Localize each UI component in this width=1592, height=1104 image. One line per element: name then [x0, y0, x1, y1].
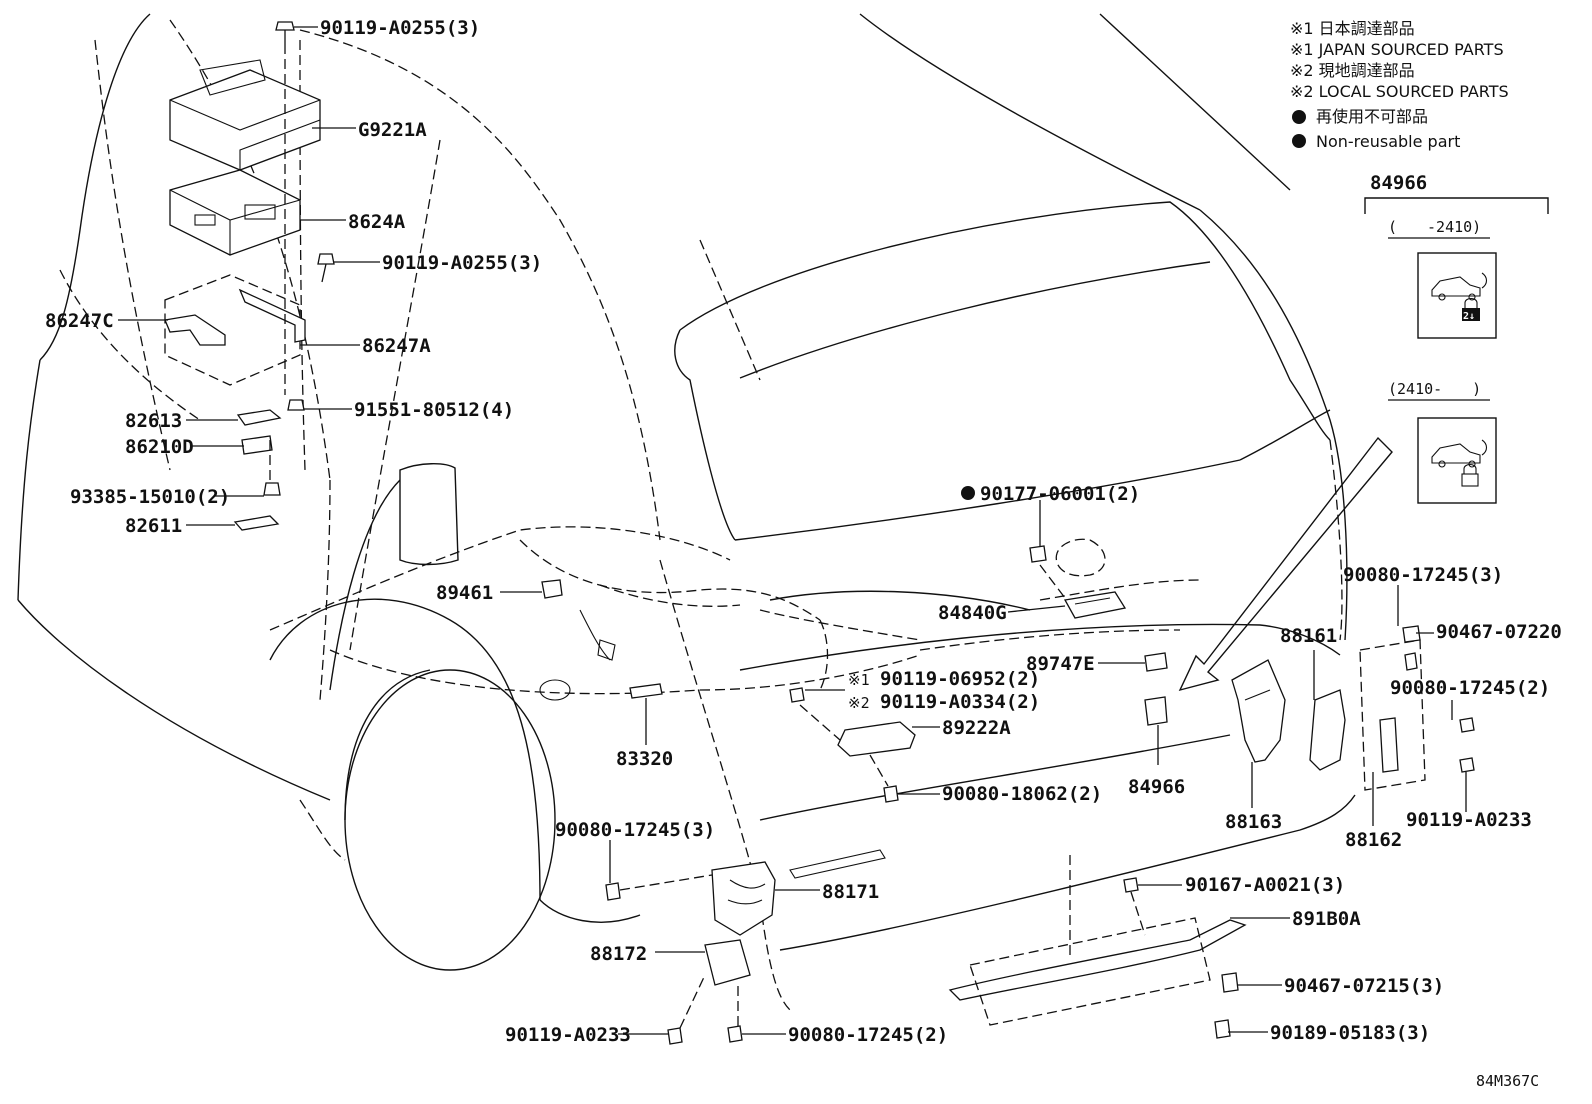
legend-line-4: ※2 LOCAL SOURCED PARTS [1290, 82, 1509, 101]
variant-box-title: 84966 [1370, 172, 1427, 194]
legend-line-3: ※2 現地調達部品 [1290, 61, 1415, 80]
label-mark-2: ※2 [848, 694, 870, 712]
label-88172: 88172 [590, 943, 647, 965]
label-90119-a0334: 90119-A0334(2) [880, 691, 1040, 713]
switch-84840g [1029, 545, 1127, 619]
label-82613: 82613 [125, 410, 182, 432]
label-89461: 89461 [436, 582, 493, 604]
label-90119-06952: 90119-06952(2) [880, 668, 1040, 690]
label-84966: 84966 [1128, 776, 1185, 798]
tailgate-lock-icon [1431, 439, 1488, 487]
label-88162: 88162 [1345, 829, 1402, 851]
bracket-88162 [1359, 625, 1475, 791]
ecu-module-8624a [169, 169, 301, 256]
label-90119-a0255-mid: 90119-A0255(3) [382, 252, 542, 274]
bracket-86247c [164, 274, 301, 386]
label-90189-05183: 90189-05183(3) [1270, 1022, 1430, 1044]
label-90467-07215: 90467-07215(3) [1284, 975, 1444, 997]
label-89747e: 89747E [1026, 653, 1095, 675]
clamp-82611 [233, 515, 280, 531]
label-83320: 83320 [616, 748, 673, 770]
label-91551-80512: 91551-80512(4) [354, 399, 514, 421]
label-89222a: 89222A [942, 717, 1011, 739]
legend: ※1 日本調達部品 ※1 JAPAN SOURCED PARTS ※2 現地調達… [1290, 19, 1509, 151]
label-90080-17245-r1: 90080-17245(3) [1343, 564, 1503, 586]
label-891b0a: 891B0A [1292, 908, 1361, 930]
switch-icon-frame-a [1417, 252, 1497, 339]
label-88171: 88171 [822, 881, 879, 903]
variant-range-b: (2410- ) [1388, 380, 1481, 398]
label-88161: 88161 [1280, 625, 1337, 647]
part-labels: 90119-A0255(3) G9221A 8624A 90119-A0255(… [45, 17, 1562, 1090]
label-90080-18062: 90080-18062(2) [942, 783, 1102, 805]
switch-84966-part [1144, 696, 1168, 765]
legend-line-1: ※1 日本調達部品 [1290, 19, 1415, 38]
tailgate-lock-icon: 2↓ [1431, 272, 1488, 322]
bracket-88161 [1309, 650, 1346, 771]
legend-line-5: 再使用不可部品 [1316, 107, 1428, 126]
label-90119-a0255-top: 90119-A0255(3) [320, 17, 480, 39]
label-90119-a0233-r: 90119-A0233 [1406, 809, 1532, 831]
label-86247c: 86247C [45, 310, 114, 332]
sensor-89747e [1144, 652, 1168, 672]
label-93385-15010: 93385-15010(2) [70, 486, 230, 508]
non-reusable-dot-icon [961, 486, 975, 500]
variant-box-84966: 84966 ( -2410) 2↓ (2410- ) [1364, 172, 1549, 504]
sensor-89461 [541, 579, 616, 661]
leader-lines [118, 26, 1467, 1035]
harness-891b0a [948, 855, 1247, 1039]
clamp-82613 [236, 409, 282, 426]
label-90119-a0233-b: 90119-A0233 [505, 1024, 631, 1046]
label-mark-1: ※1 [848, 671, 870, 689]
legend-line-6: Non-reusable part [1316, 132, 1460, 151]
vehicle-body-outline [17, 13, 1356, 1011]
switch-icon-frame-b [1417, 417, 1497, 504]
bracket-88171 [605, 861, 776, 936]
label-84840g: 84840G [938, 602, 1007, 624]
cover-88163 [1231, 659, 1286, 763]
bolt-stack-top [263, 21, 335, 496]
ecu-cover-g9221a [169, 59, 321, 171]
label-g9221a: G9221A [358, 119, 427, 141]
bracket-86210d [241, 435, 273, 455]
label-90080-17245-b1: 90080-17245(3) [555, 819, 715, 841]
label-82611: 82611 [125, 515, 182, 537]
label-86210d: 86210D [125, 436, 194, 458]
label-8624a: 8624A [348, 211, 406, 233]
non-reusable-dot-icon [1292, 110, 1306, 124]
bracket-88172 [667, 939, 751, 1045]
diagram-code: 84M367C [1476, 1072, 1539, 1090]
label-90167-a0021: 90167-A0021(3) [1185, 874, 1345, 896]
label-90177-06001: 90177-06001(2) [980, 483, 1140, 505]
label-90467-07220: 90467-07220 [1436, 621, 1562, 643]
label-88163: 88163 [1225, 811, 1282, 833]
variant-range-a: ( -2410) [1388, 218, 1481, 236]
non-reusable-dot-icon [1292, 134, 1306, 148]
antenna-83320 [539, 679, 663, 701]
label-90080-17245-r2: 90080-17245(2) [1390, 677, 1550, 699]
label-90080-17245-b2: 90080-17245(2) [788, 1024, 948, 1046]
bracket-86247a [238, 288, 306, 343]
legend-line-2: ※1 JAPAN SOURCED PARTS [1290, 40, 1504, 59]
direction-arrow [1178, 436, 1393, 692]
icon-badge: 2↓ [1463, 311, 1475, 322]
label-86247a: 86247A [362, 335, 431, 357]
unit-89222a [789, 687, 916, 803]
